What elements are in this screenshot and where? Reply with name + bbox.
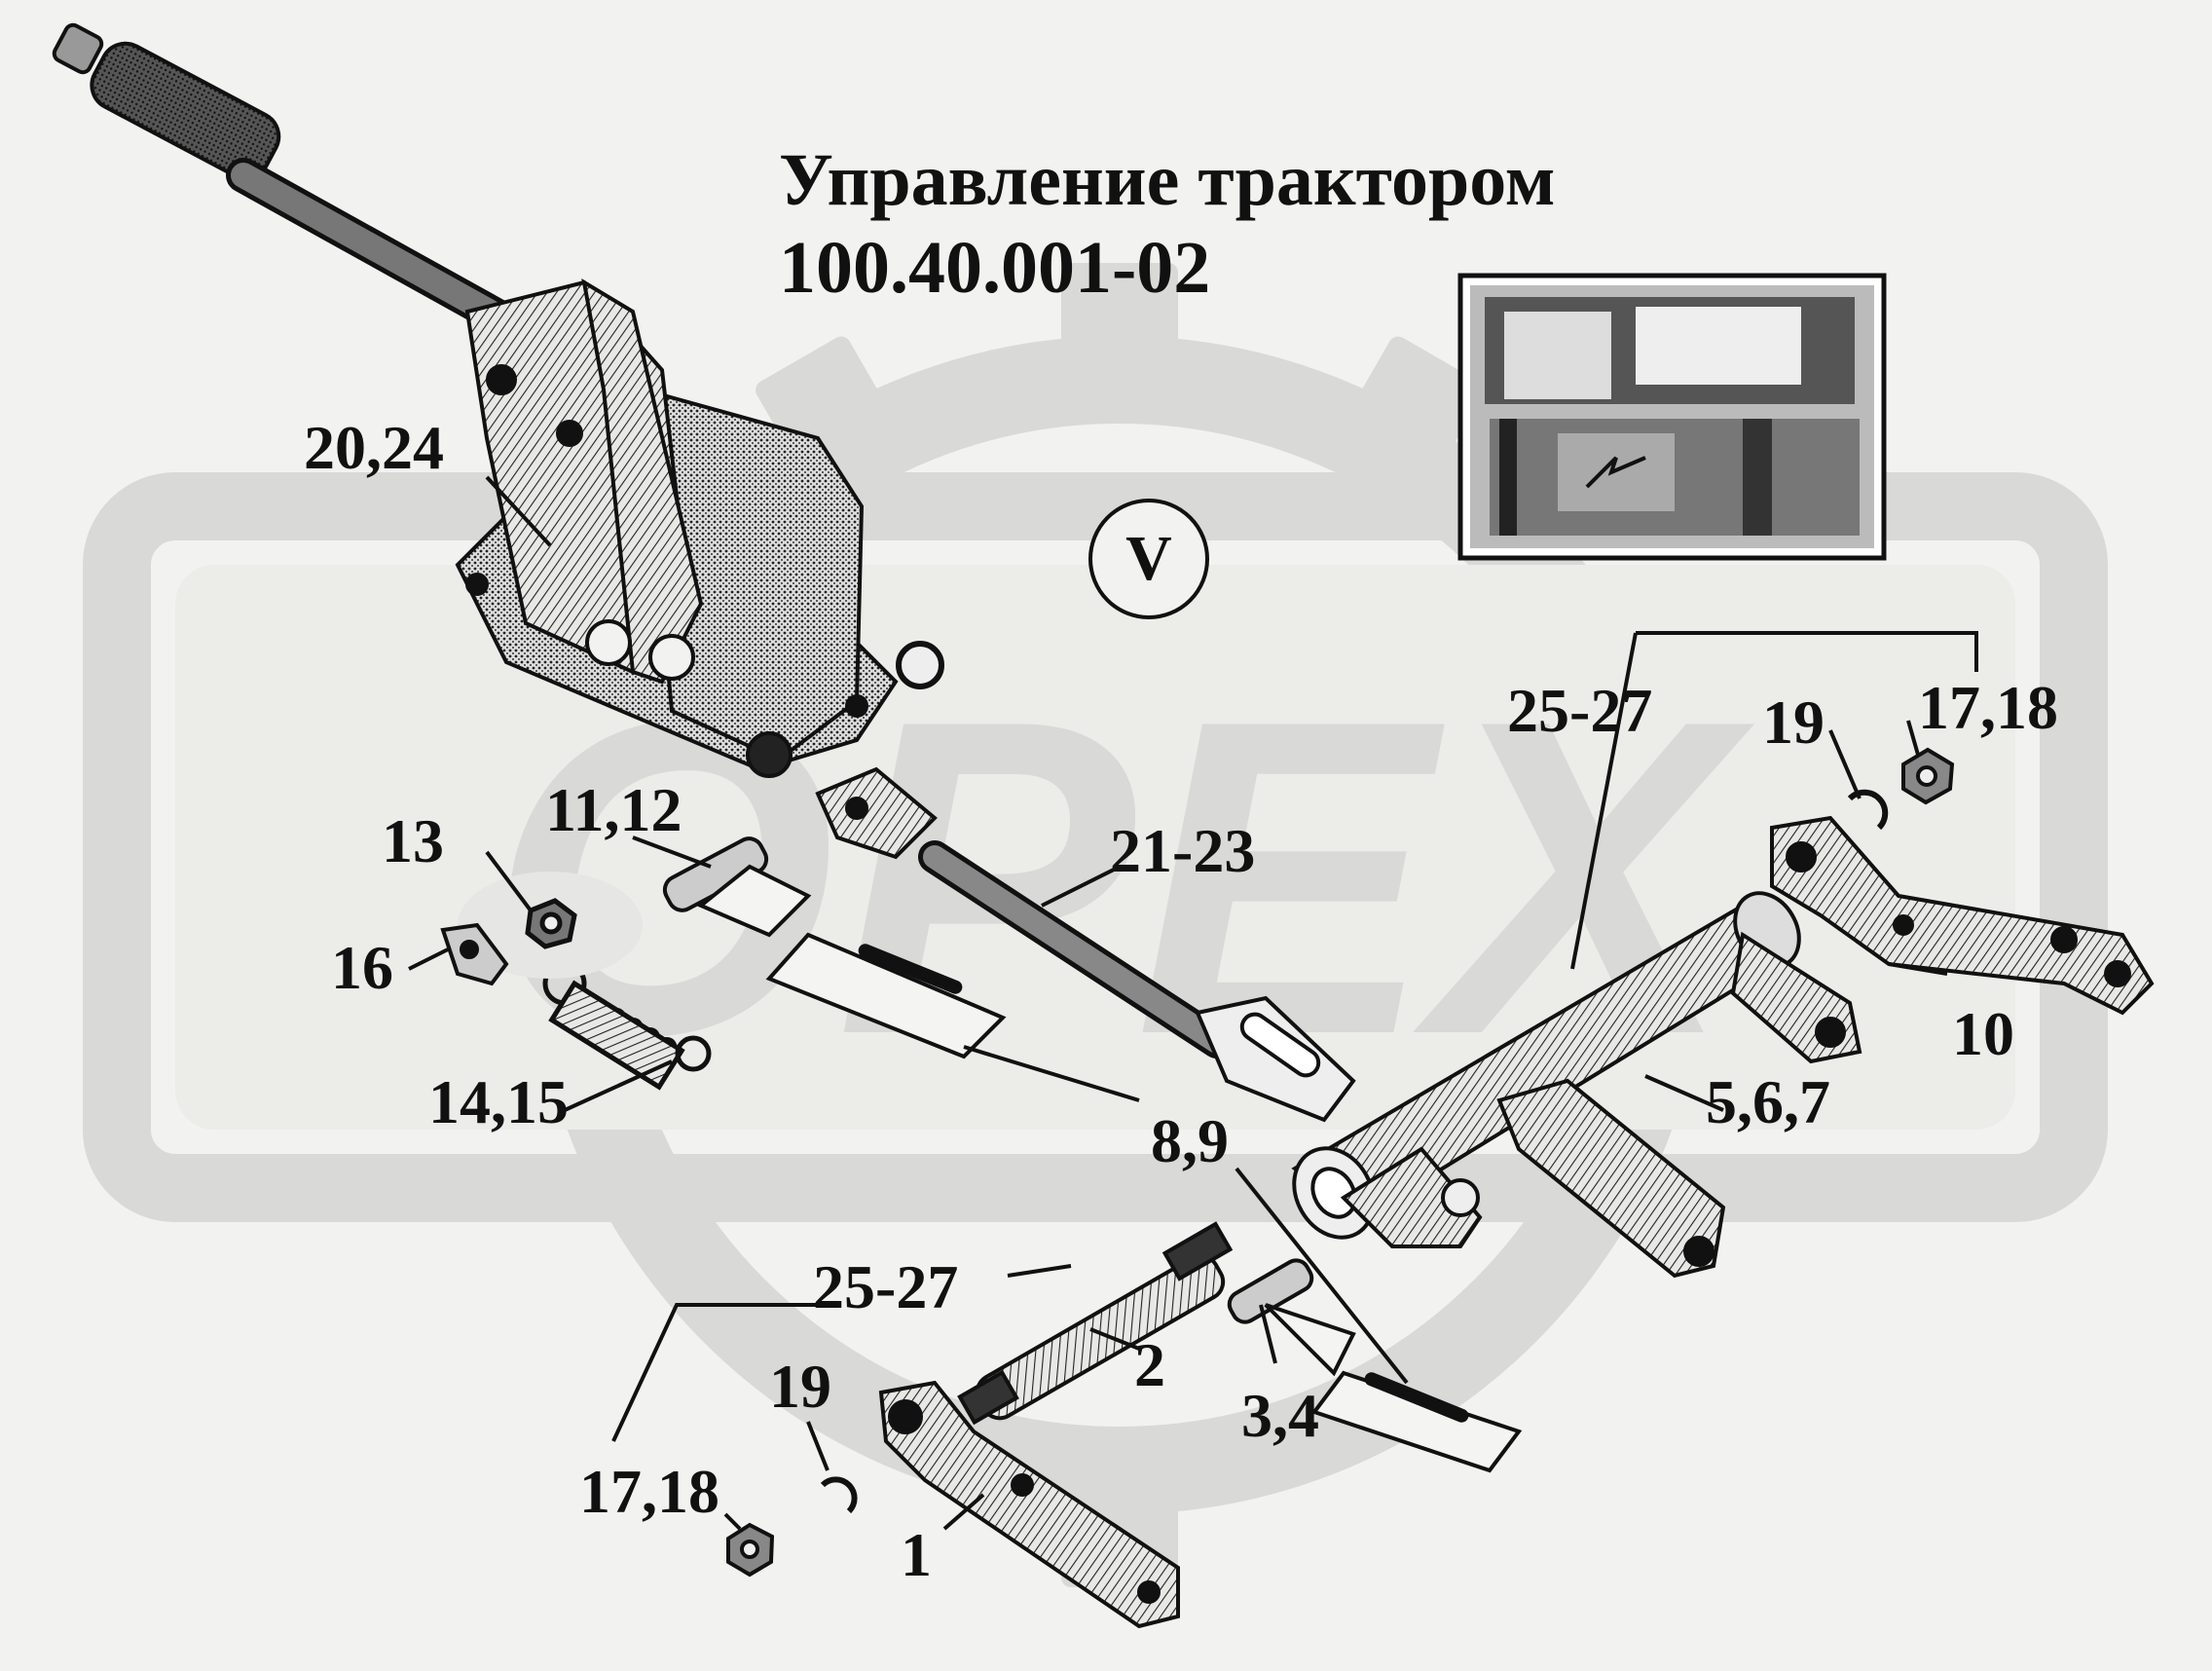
callout-25-27-bottom: 25-27: [813, 1252, 959, 1321]
callout-14-15: 14,15: [428, 1067, 569, 1136]
callout-20-24: 20,24: [304, 413, 444, 482]
shaft-assembly: [1291, 891, 1862, 1279]
lock-plate: [440, 922, 509, 986]
callout-25-27-top: 25-27: [1507, 676, 1653, 745]
callout-19-bottom: 19: [769, 1352, 831, 1421]
diagram-title: Управление трактором 100.40.001-02: [779, 136, 1556, 312]
callout-8-9: 8,9: [1151, 1106, 1229, 1175]
callout-13: 13: [382, 806, 444, 875]
nut-13: [458, 872, 643, 979]
lever-1: [878, 1380, 1180, 1629]
location-photo: [1457, 273, 1887, 561]
callout-17-18-top: 17,18: [1918, 673, 2058, 742]
callout-1: 1: [901, 1520, 932, 1589]
tension-spring: [542, 961, 712, 1091]
view-marker: V: [1088, 499, 1209, 619]
callout-11-12: 11,12: [545, 775, 682, 844]
adjusting-screw: [957, 1221, 1234, 1426]
push-rod: [815, 766, 1356, 1123]
washer-small: [896, 641, 944, 689]
callout-2: 2: [1134, 1330, 1165, 1399]
callout-3-4: 3,4: [1241, 1381, 1319, 1450]
nut-bottom: [726, 1522, 775, 1578]
nut-top: [1901, 747, 1955, 805]
lever-10: [1770, 815, 2155, 1016]
leader-lines: [408, 475, 1978, 1531]
pin-11-12: [662, 836, 1007, 1059]
callout-21-23: 21-23: [1110, 816, 1256, 885]
lock-washer-bottom: [820, 1476, 858, 1514]
callout-10: 10: [1952, 999, 2014, 1068]
callout-5-6-7: 5,6,7: [1706, 1067, 1830, 1136]
title-line-1: Управление трактором: [779, 139, 1556, 221]
pin-3-4: [1227, 1258, 1523, 1473]
title-line-2: 100.40.001-02: [779, 227, 1211, 309]
control-lever: [52, 22, 524, 339]
callout-17-18-bottom: 17,18: [579, 1457, 719, 1526]
callout-19-top: 19: [1762, 687, 1825, 757]
lever-housing: [455, 278, 899, 778]
callout-16: 16: [331, 933, 393, 1002]
